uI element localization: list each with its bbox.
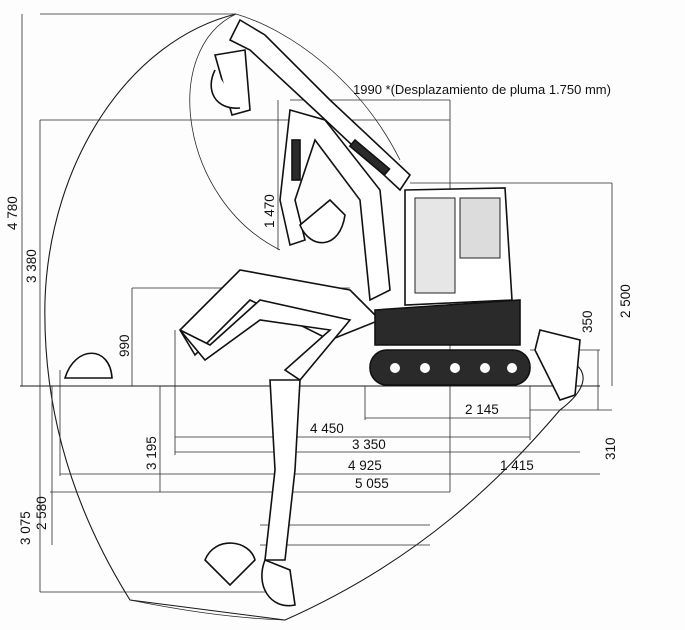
excavator-body[interactable] <box>369 187 581 401</box>
arm-raised <box>210 18 412 192</box>
label-dim-2580: 2 580 <box>34 496 49 530</box>
label-dim-3380: 3 380 <box>24 249 39 283</box>
cab-window-side <box>459 197 501 259</box>
arm-extended <box>63 269 382 382</box>
label-dim-310: 310 <box>603 437 618 460</box>
undercarriage-track <box>369 349 531 386</box>
label-dim-3075: 3 075 <box>18 511 33 545</box>
label-dim-350: 350 <box>580 310 595 333</box>
track-rollers <box>390 363 517 373</box>
label-dim-4780: 4 780 <box>5 196 20 230</box>
upper-reach-arc <box>235 13 401 161</box>
label-dim-4450: 4 450 <box>310 421 344 436</box>
label-dim-3195: 3 195 <box>144 436 159 470</box>
label-dim-4925: 4 925 <box>348 458 382 473</box>
upper-structure <box>374 299 521 346</box>
label-dim-3350: 3 350 <box>352 437 386 452</box>
label-dim-1415: 1 415 <box>500 458 534 473</box>
dozer-blade <box>534 329 581 401</box>
label-dim-2500: 2 500 <box>618 284 633 318</box>
label-dim-5055: 5 055 <box>355 476 389 491</box>
inner-envelope-arc <box>189 13 281 251</box>
label-dim-990: 990 <box>117 334 132 357</box>
label-dim-1470: 1 470 <box>262 194 277 228</box>
label-dim-2145: 2 145 <box>465 402 499 417</box>
boom-offset-note: 1990 *(Desplazamiento de pluma 1.750 mm) <box>353 82 611 97</box>
arm-mid <box>279 108 391 302</box>
lower-envelope-arc <box>129 599 286 621</box>
arm-digging <box>204 379 301 607</box>
cab-window-front <box>414 197 456 294</box>
